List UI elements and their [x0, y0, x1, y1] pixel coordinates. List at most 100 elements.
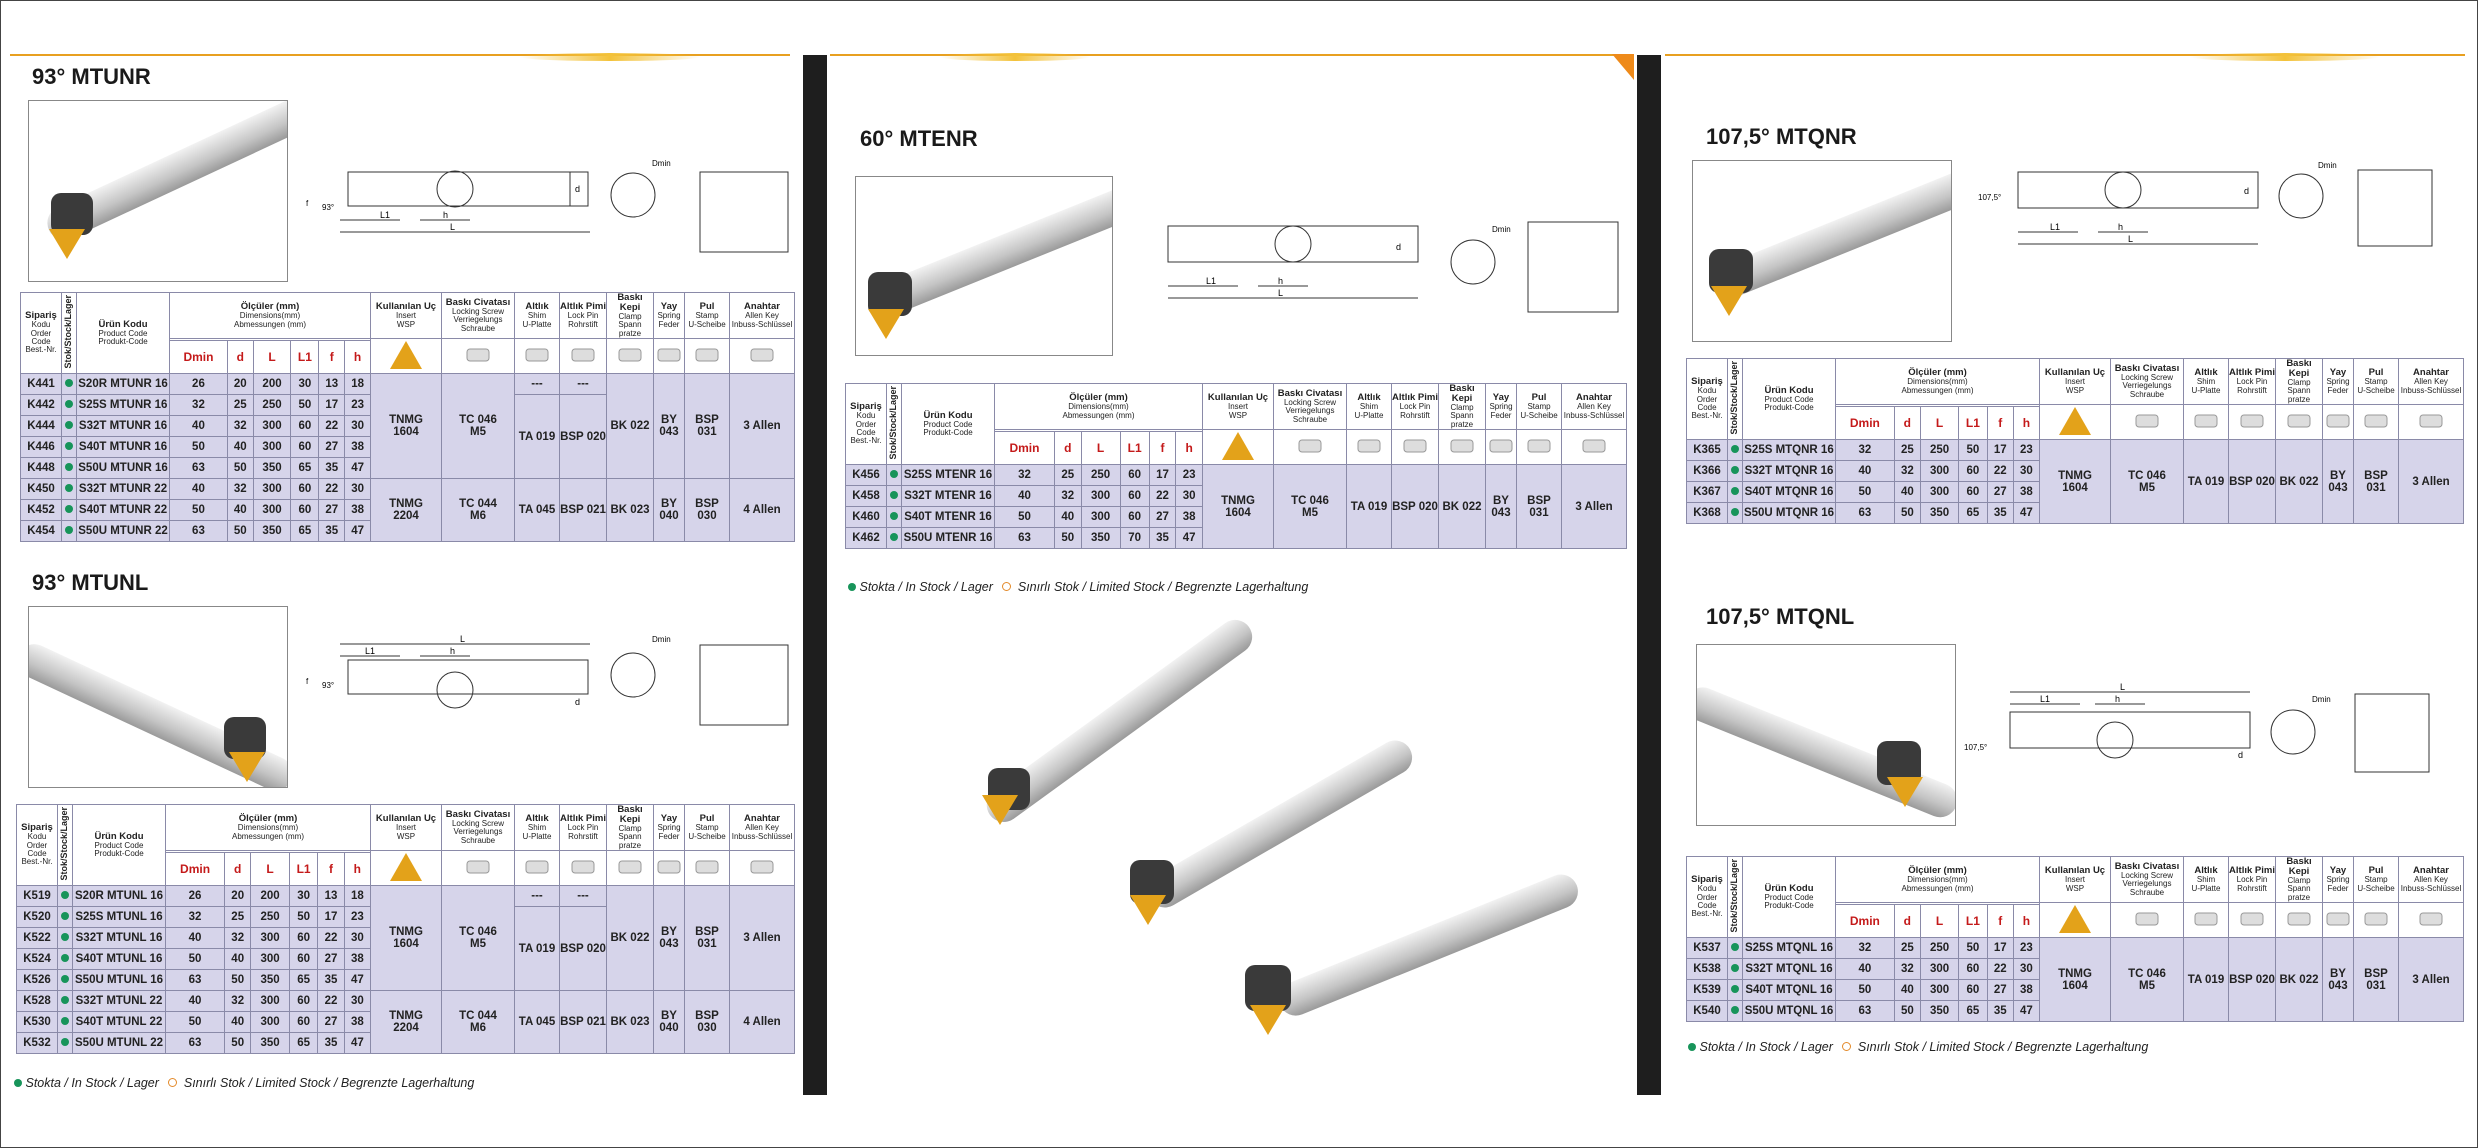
pin-code: BSP 021	[559, 990, 607, 1055]
dimension-value: 300	[252, 478, 292, 501]
dimension-value: 50	[164, 948, 226, 971]
order-code: K452	[20, 499, 62, 522]
dimension-value: 50	[226, 457, 254, 480]
product-code: S50U MTUNL 16	[72, 969, 166, 992]
shim-dash: ---	[514, 373, 560, 396]
tool-photo	[1692, 160, 1952, 342]
allen-key-icon	[1561, 429, 1627, 466]
dimension-value: 20	[224, 885, 252, 908]
stock-indicator	[61, 520, 77, 543]
dim-label: L1	[2040, 694, 2050, 704]
allen-key-icon	[729, 338, 795, 375]
dimension-value: 47	[344, 520, 371, 543]
dimension-value: 18	[343, 885, 372, 908]
dimension-value: 30	[344, 415, 371, 438]
dimension-value: 60	[1958, 979, 1988, 1002]
dimension-value: 60	[288, 948, 319, 971]
clamp-code: BK 023	[606, 990, 654, 1055]
dim-label: 93°	[322, 681, 334, 690]
tool-photo	[855, 176, 1113, 356]
dimension-value: 30	[2012, 460, 2041, 483]
stock-indicator	[1727, 460, 1743, 483]
dimension-value: 35	[1986, 502, 2014, 525]
section-title: 93° MTUNL	[32, 570, 149, 595]
dimension-value: 23	[343, 906, 372, 929]
clamp-icon	[1438, 429, 1486, 466]
allen-key-icon	[2398, 902, 2464, 939]
dimension-value: 23	[2012, 937, 2041, 960]
shim-code: TA 045	[514, 478, 560, 543]
dim-col-header: Dmin	[994, 430, 1055, 466]
dim-label: Dmin	[2312, 695, 2331, 704]
product-code: S25S MTUNL 16	[72, 906, 166, 929]
dimension-value: 50	[1835, 481, 1895, 504]
header-stock: Stok/Stock/Lager	[57, 803, 73, 887]
key-code: 4 Allen	[729, 478, 795, 543]
dimension-value: 300	[250, 1011, 290, 1034]
dimension-value: 17	[1148, 464, 1177, 487]
shim-code: TA 019	[2183, 439, 2229, 525]
dimension-value: 26	[164, 885, 226, 908]
dim-label: h	[1278, 276, 1283, 286]
dimension-value: 350	[1919, 502, 1960, 525]
insert-icon	[370, 850, 442, 887]
dimension-value: 60	[1119, 506, 1150, 529]
dimension-value: 50	[994, 506, 1055, 529]
limited-stock-dot	[168, 1078, 178, 1087]
key-code: 4 Allen	[729, 990, 795, 1055]
dim-label: 107,5°	[1964, 743, 1987, 752]
clamp-code: BK 022	[606, 885, 654, 992]
dimension-value: 65	[290, 457, 320, 480]
orange-corner	[1612, 54, 1634, 80]
dimension-value: 22	[317, 990, 345, 1013]
dimension-value: 27	[1986, 979, 2014, 1002]
insert-icon	[2039, 404, 2111, 441]
dimension-value: 27	[317, 1011, 345, 1034]
dimension-value: 63	[164, 1032, 226, 1055]
dimension-value: 27	[317, 948, 345, 971]
dimension-value: 23	[2012, 439, 2041, 462]
washer-icon	[2353, 404, 2399, 441]
dimension-value: 60	[1958, 460, 1988, 483]
dimension-value: 13	[317, 885, 345, 908]
order-code: K368	[1686, 502, 1728, 525]
shim-code: TA 019	[514, 906, 560, 992]
dimension-value: 25	[224, 906, 252, 929]
screw-icon	[1273, 429, 1347, 466]
key-code: 3 Allen	[729, 885, 795, 992]
washer-icon	[684, 850, 730, 887]
dim-label: f	[306, 677, 309, 686]
dimension-value: 250	[1919, 937, 1960, 960]
dimension-value: 40	[164, 990, 226, 1013]
top-rule	[1665, 54, 2465, 56]
dim-col-header: Dmin	[1835, 903, 1895, 939]
dimension-value: 47	[2012, 1000, 2041, 1023]
product-code: S25S MTUNR 16	[76, 394, 170, 417]
dimension-value: 32	[164, 906, 226, 929]
dim-label: L1	[2050, 222, 2060, 232]
dimension-value: 350	[252, 457, 292, 480]
dim-col-header: L1	[290, 339, 320, 375]
dim-col-header: d	[1053, 430, 1082, 466]
dimension-value: 22	[317, 927, 345, 950]
dimension-value: 60	[1958, 481, 1988, 504]
